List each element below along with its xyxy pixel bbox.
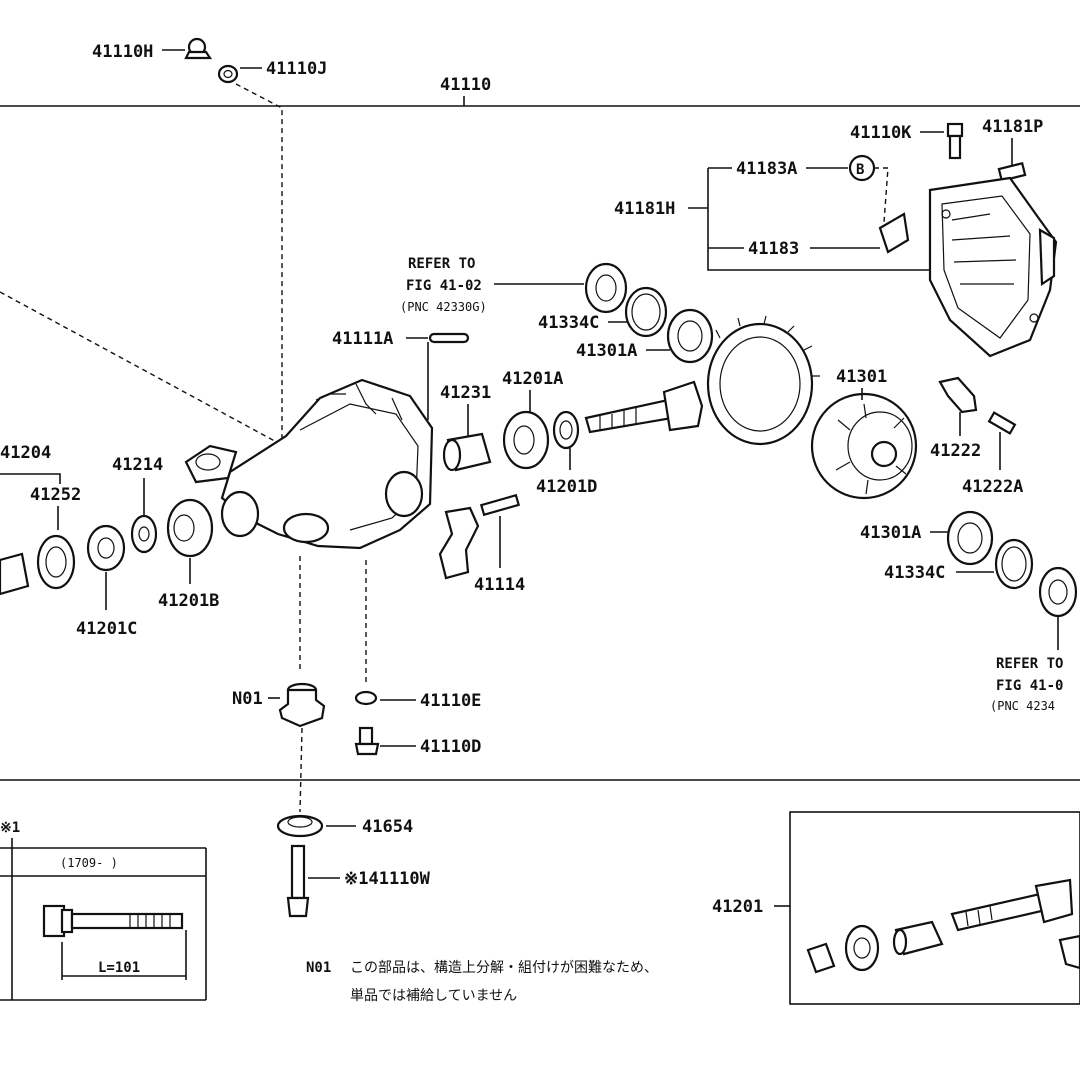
part-41110W-bolt — [286, 844, 310, 918]
label-41110W: ※141110W — [344, 869, 431, 889]
label-41201D: 41201D — [536, 477, 597, 497]
label-41334C-top: 41334C — [538, 313, 599, 333]
part-41252-oil-seal — [36, 534, 76, 590]
label-41301A-top: 41301A — [576, 341, 637, 361]
label-41183: 41183 — [748, 239, 799, 259]
part-41111A-pin — [428, 332, 470, 344]
part-41204-flange — [0, 552, 30, 596]
part-41201B-bearing — [166, 498, 214, 558]
part-41334C-race-top — [624, 286, 668, 338]
part-41654-stopper — [276, 814, 324, 838]
part-41110E-washer — [354, 690, 378, 706]
part-41110K-breather — [946, 122, 964, 160]
label-41110K: 41110K — [850, 123, 912, 143]
note-prefix: N01 — [306, 960, 331, 976]
part-41110D-plug — [354, 726, 380, 756]
refer-right-line2: FIG 41-0 — [996, 678, 1063, 694]
part-pinion-shaft — [584, 380, 704, 434]
bracket-41181H — [688, 167, 940, 271]
part-41301A-shim-top — [666, 308, 714, 364]
part-41181P-bolt — [997, 161, 1027, 183]
inset-length: L=101 — [98, 960, 140, 976]
label-41181P: 41181P — [982, 117, 1043, 137]
part-41334C-race-bottom — [994, 538, 1034, 590]
label-41183A: 41183A — [736, 159, 797, 179]
part-41114-bearing-cap — [438, 493, 521, 580]
part-41181H-cover — [928, 176, 1058, 358]
label-41111A: 41111A — [332, 329, 393, 349]
label-41222: 41222 — [930, 441, 981, 461]
part-41110-carrier-housing — [184, 378, 434, 550]
part-bearing-bottom — [1038, 566, 1078, 618]
callout-b-letter: B — [856, 162, 864, 178]
label-41214: 41214 — [112, 455, 163, 475]
part-41110H-nut — [162, 37, 213, 60]
label-41110J: 41110J — [266, 59, 327, 79]
inset-period: (1709- ) — [60, 856, 118, 870]
label-41334C-bottom: 41334C — [884, 563, 945, 583]
refer-to-fig-41-02-top: REFER TO FIG 41-02 (PNC 42330G) — [400, 256, 487, 314]
inset-bolt-drawing — [42, 904, 184, 938]
part-41222-sensor — [938, 376, 978, 414]
refer-top-line1: REFER TO — [408, 256, 475, 272]
part-41231-spacer — [442, 432, 492, 472]
label-41110: 41110 — [440, 75, 491, 95]
label-41201: 41201 — [712, 897, 763, 917]
part-41201C-bearing — [86, 524, 126, 572]
refer-top-line2: FIG 41-02 — [406, 278, 482, 294]
frame-lines — [0, 96, 1080, 781]
part-41201A-bearing — [502, 410, 550, 470]
part-41301-diff-case — [810, 392, 918, 500]
label-N01: N01 — [232, 689, 263, 709]
label-41110H: 41110H — [92, 42, 153, 62]
label-41204: 41204 — [0, 443, 51, 463]
label-41231: 41231 — [440, 383, 491, 403]
label-41181H: 41181H — [614, 199, 675, 219]
label-41201C: 41201C — [76, 619, 137, 639]
note-line1: この部品は、構造上分解・組付けが困難なため、 — [350, 960, 658, 976]
part-ring-gear — [706, 315, 820, 446]
label-41222A: 41222A — [962, 477, 1023, 497]
note-line2: 単品では補給していません — [350, 988, 517, 1004]
part-N01-mount — [278, 682, 326, 728]
part-41110J-washer — [217, 64, 262, 84]
part-41201D-washer — [552, 410, 580, 450]
label-41301: 41301 — [836, 367, 887, 387]
label-41654: 41654 — [362, 817, 413, 837]
inset-pinion-assembly: 41201 — [712, 811, 1080, 1005]
label-41114: 41114 — [474, 575, 525, 595]
part-41301A-shim-bottom — [946, 510, 994, 566]
refer-right-line1: REFER TO — [996, 656, 1063, 672]
refer-top-line3: (PNC 42330G) — [400, 300, 487, 314]
inset-bolt-table: ※1 (1709- ) L=101 — [0, 820, 207, 1001]
part-41222A-bolt — [987, 411, 1017, 435]
inset-mark: ※1 — [0, 820, 20, 836]
leader-41110J — [235, 83, 283, 450]
label-41201A: 41201A — [502, 369, 563, 389]
part-41214-washer — [130, 514, 158, 554]
part-bearing-top — [584, 262, 628, 314]
label-41252: 41252 — [30, 485, 81, 505]
label-41301A-bottom: 41301A — [860, 523, 921, 543]
label-41201B: 41201B — [158, 591, 219, 611]
part-41183-gasket — [878, 212, 910, 254]
label-41110D: 41110D — [420, 737, 481, 757]
refer-right-line3: (PNC 4234 — [990, 699, 1055, 713]
note-N01: N01 この部品は、構造上分解・組付けが困難なため、 単品では補給していません — [306, 960, 658, 1004]
refer-to-fig-41-0-right: REFER TO FIG 41-0 (PNC 4234 — [990, 656, 1063, 713]
label-41110E: 41110E — [420, 691, 481, 711]
